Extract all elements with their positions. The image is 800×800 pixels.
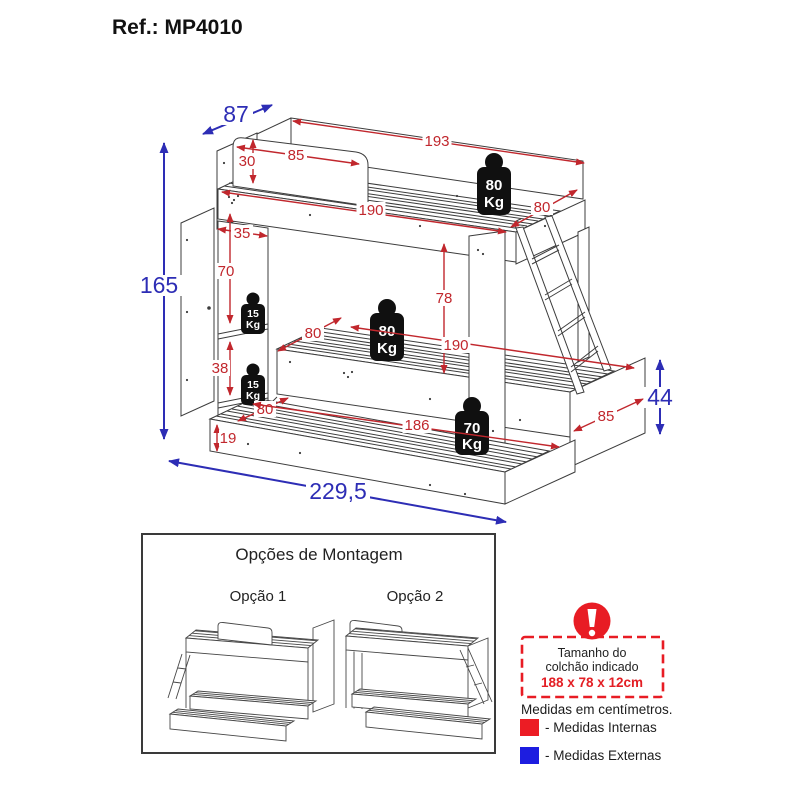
dim-height: 165: [137, 142, 182, 440]
dim-shelf-upper-height: 70: [215, 213, 237, 324]
svg-text:193: 193: [424, 133, 449, 150]
svg-text:190: 190: [358, 202, 383, 219]
dim-rail-height: 30: [236, 139, 258, 184]
svg-text:80: 80: [257, 401, 274, 418]
dim-trundle-front-height: 19: [213, 424, 238, 452]
option2-label: Opção 2: [387, 588, 444, 605]
alert-icon: [573, 602, 611, 640]
svg-text:80: 80: [534, 199, 551, 216]
svg-text:30: 30: [239, 153, 256, 170]
assembly-options-box: Opções de Montagem Opção 1 Opção 2: [141, 533, 496, 754]
svg-text:38: 38: [212, 360, 229, 377]
dim-top-length: 193: [292, 118, 585, 166]
options-border: [141, 533, 496, 754]
legend-internal-item: - Medidas Internas: [520, 719, 657, 736]
internal-dimensions: 193 85 30 190 80 35: [209, 118, 644, 452]
mattress-size-box: Tamanho do colchão indicado 188 x 78 x 1…: [520, 602, 665, 699]
cabinet-door: [180, 207, 215, 417]
dim-rail-length: 85: [236, 144, 360, 167]
external-dimensions: 87 165 229,5 44: [137, 101, 676, 525]
options-title: Opções de Montagem: [235, 545, 402, 564]
dim-top-bed-length: 190: [221, 189, 507, 235]
svg-text:80: 80: [305, 325, 322, 342]
legend: Medidas em centímetros. - Medidas Intern…: [520, 702, 673, 764]
svg-text:85: 85: [288, 147, 305, 164]
dim-mid-bed-length: 190: [350, 324, 635, 371]
weight-trundle-unit: Kg: [462, 436, 482, 453]
weight-shelf-lower-value: 15: [247, 379, 259, 391]
svg-text:165: 165: [140, 272, 178, 298]
option1-drawing: [167, 619, 335, 742]
svg-text:85: 85: [598, 408, 615, 425]
dim-width: 229,5: [168, 458, 507, 525]
dim-depth: 87: [202, 101, 273, 135]
svg-text:35: 35: [234, 225, 251, 242]
option2-drawing: [344, 619, 493, 740]
dim-trundle-length: 186: [252, 401, 560, 450]
dim-trundle-end-width: 85: [573, 398, 644, 432]
weight-icon-shelf-upper: 15 Kg: [241, 292, 265, 334]
option1-label: Opção 1: [230, 588, 287, 605]
dim-foot-height: 44: [644, 359, 676, 435]
legend-internal-label: - Medidas Internas: [545, 720, 657, 735]
legend-external-label: - Medidas Externas: [545, 748, 662, 763]
external-color-swatch: [520, 747, 539, 764]
page-title: Ref.: MP4010: [112, 16, 243, 39]
svg-text:44: 44: [647, 384, 673, 410]
mattress-note-line2: colchão indicado: [545, 660, 638, 674]
mattress-size-value: 188 x 78 x 12cm: [541, 675, 643, 690]
mattress-note-line1: Tamanho do: [558, 646, 627, 660]
svg-text:70: 70: [218, 263, 235, 280]
weight-shelf-upper-unit: Kg: [246, 319, 260, 331]
dim-shelf-lower-height: 38: [209, 341, 234, 396]
weight-shelf-upper-value: 15: [247, 308, 259, 320]
mattress-box-border: [520, 635, 665, 699]
svg-text:229,5: 229,5: [309, 478, 367, 504]
door-knob: [207, 306, 211, 310]
dim-beds-gap-height: 78: [433, 243, 455, 374]
weight-top-value: 80: [486, 177, 503, 194]
weight-top-unit: Kg: [484, 194, 504, 211]
units-note: Medidas em centímetros.: [521, 702, 673, 717]
dim-mid-bed-width: 80: [277, 317, 342, 352]
svg-text:19: 19: [220, 430, 237, 447]
svg-text:186: 186: [404, 417, 429, 434]
svg-text:87: 87: [223, 101, 249, 127]
dim-shelf-width: 35: [217, 225, 268, 242]
weight-mid-unit: Kg: [377, 340, 397, 357]
svg-text:78: 78: [436, 290, 453, 307]
internal-color-swatch: [520, 719, 539, 736]
dim-top-bed-width: 80: [510, 189, 578, 228]
legend-external-item: - Medidas Externas: [520, 747, 662, 764]
svg-text:190: 190: [443, 337, 468, 354]
